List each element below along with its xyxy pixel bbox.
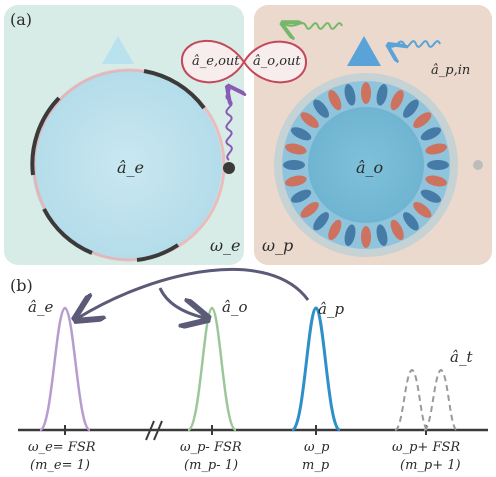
mode-lobe xyxy=(290,189,312,203)
mode-lobe xyxy=(328,89,342,111)
mode-lobe xyxy=(413,202,432,218)
axis-break-2 xyxy=(153,420,163,441)
mode-lobe xyxy=(344,84,356,106)
left-triangle xyxy=(102,36,134,64)
peak-label-t: â_t xyxy=(450,348,473,366)
mode-lobe xyxy=(425,175,447,187)
panel-a xyxy=(4,5,492,265)
peak-e xyxy=(38,306,92,432)
mode-o-label: â_o xyxy=(356,158,384,177)
violet-wave xyxy=(226,88,231,161)
mode-lobe xyxy=(376,84,388,106)
mode-lobe xyxy=(420,127,442,141)
mode-lobe xyxy=(300,202,319,218)
left-ring xyxy=(32,70,222,260)
peak-label-e: â_e xyxy=(28,298,54,316)
pump-in-label: â_p,in xyxy=(431,63,471,78)
idler-wave xyxy=(284,23,343,29)
panel-b xyxy=(18,267,488,441)
mode-lobe xyxy=(328,219,342,241)
mode-lobe xyxy=(283,160,305,170)
axis-break-1 xyxy=(145,420,155,441)
left-mirror-lower-right xyxy=(136,243,180,262)
right-triangle xyxy=(347,36,381,66)
left-mirror-upper-left xyxy=(30,96,61,176)
mode-lobe xyxy=(420,189,442,203)
peak-t-left xyxy=(394,368,429,431)
transfer-arrow-to-o xyxy=(158,287,205,318)
mode-lobe xyxy=(361,82,371,104)
peak-p xyxy=(290,306,342,432)
mode-lobe xyxy=(285,175,307,187)
tick-label-t: ω_p+ FSR xyxy=(392,440,461,455)
tick-label-o: ω_p- FSR xyxy=(180,440,242,455)
mode-lobe xyxy=(285,143,307,155)
mode-lobe xyxy=(427,160,449,170)
right-ring-core xyxy=(308,107,424,223)
transfer-arrow-to-e xyxy=(78,267,310,318)
panel-b-label: (b) xyxy=(10,276,33,295)
right-mode-lobes xyxy=(283,82,449,248)
left-coupler-dot xyxy=(223,162,235,174)
mode-lobe xyxy=(290,127,312,141)
mode-lobe xyxy=(390,89,404,111)
pump-wave xyxy=(390,40,441,47)
mode-lobe xyxy=(403,99,419,118)
tick-label-e: ω_e= FSR xyxy=(28,440,96,455)
freq-e-label: ω_e xyxy=(210,236,241,255)
out-e-label: â_e,out xyxy=(192,54,240,69)
mode-lobe xyxy=(361,226,371,248)
tick-label-p: ω_p xyxy=(304,440,330,455)
out-o-label: â_o,out xyxy=(253,54,301,69)
output-loop xyxy=(180,39,308,84)
mode-lobe xyxy=(313,212,329,231)
mode-lobe xyxy=(344,224,356,246)
mode-lobe xyxy=(403,212,419,231)
right-side-dot xyxy=(473,160,483,170)
freq-p-label: ω_p xyxy=(262,236,294,255)
mode-lobe xyxy=(376,224,388,246)
mode-lobe xyxy=(313,99,329,118)
peak-label-p: â_p xyxy=(318,300,345,318)
left-mirror-upper-right xyxy=(143,69,206,110)
index-label-e: (m_e= 1) xyxy=(30,458,90,473)
mode-lobe xyxy=(300,112,319,128)
peak-t-right xyxy=(423,368,458,431)
panel-a-label: (a) xyxy=(10,10,33,29)
mode-lobe xyxy=(425,143,447,155)
peak-o xyxy=(186,306,238,432)
mode-lobe xyxy=(390,219,404,241)
index-label-o: (m_p- 1) xyxy=(184,458,239,473)
index-label-t: (m_p+ 1) xyxy=(400,458,461,473)
mode-lobe xyxy=(413,112,432,128)
peak-label-o: â_o xyxy=(222,298,248,316)
left-mirror-lower-left xyxy=(42,208,93,255)
index-label-p: m_p xyxy=(302,458,330,473)
mode-e-label: â_e xyxy=(117,158,145,177)
